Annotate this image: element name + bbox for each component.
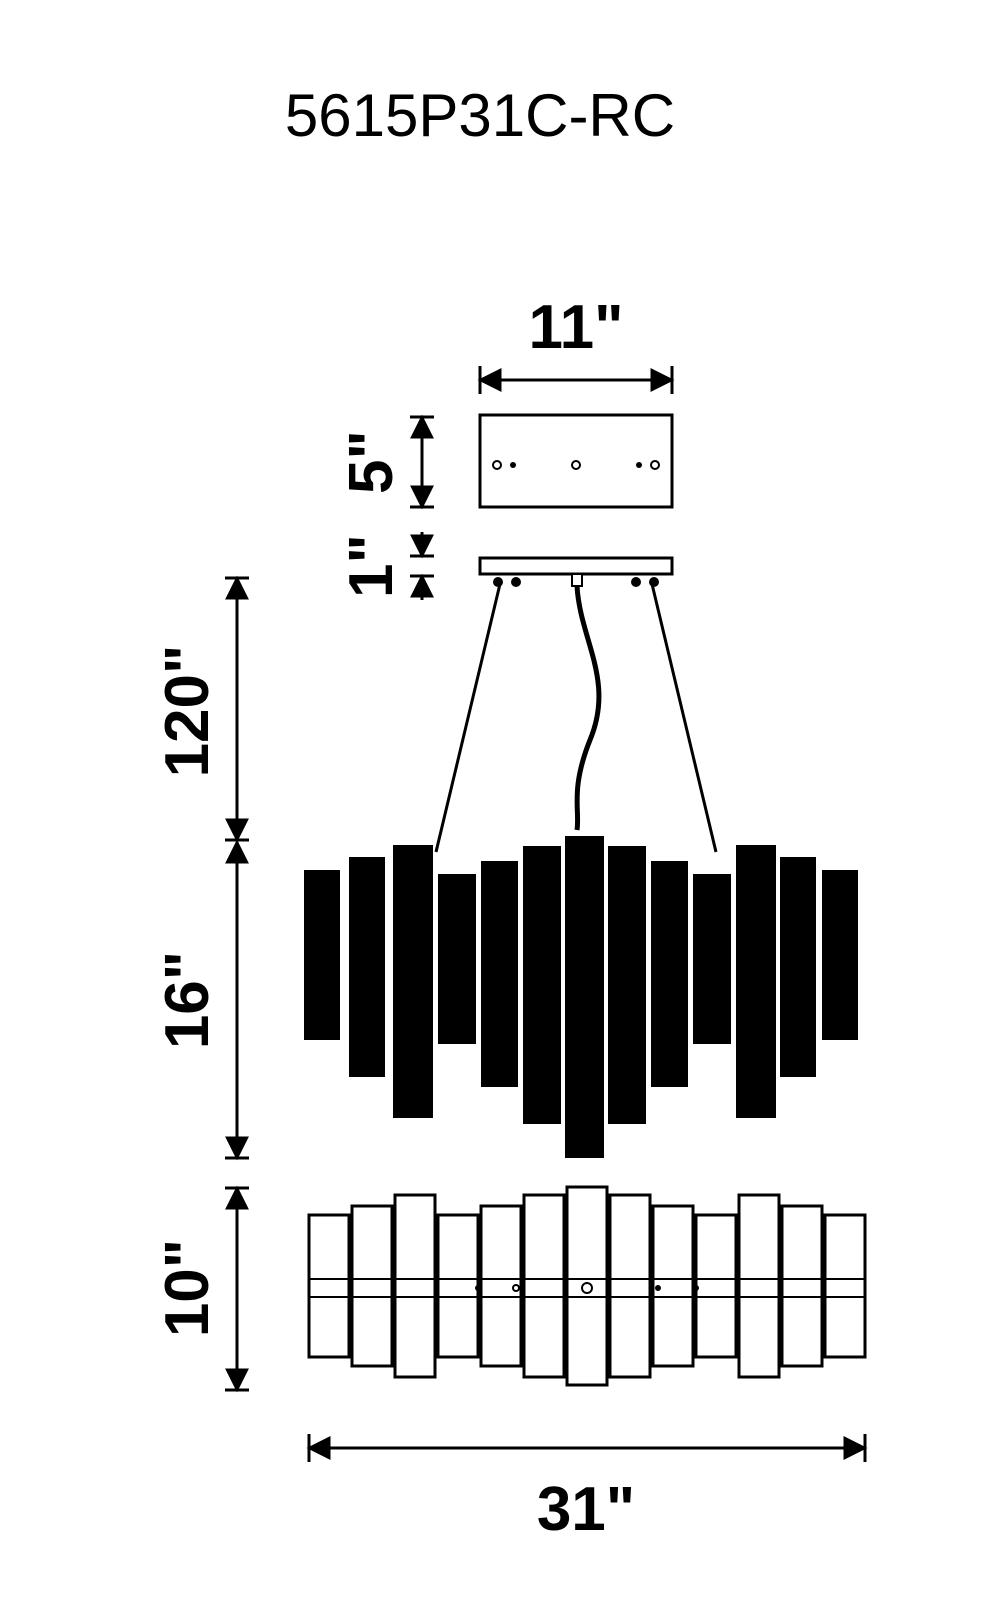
fixture-width-label: 31" [537,1475,635,1544]
fixture-front-view [304,836,858,1158]
fixture-depth-label: 10" [153,1239,222,1337]
canopy [478,413,674,509]
max-drop-label: 120" [153,645,222,778]
canopy-height-label: 5" [337,430,406,494]
fixture-depth-dimension: 10" [153,1185,249,1393]
canopy-plate-label: 1" [337,534,406,598]
fixture-height-label: 16" [153,951,222,1049]
model-number-title: 5615P31C-RC [285,82,675,149]
fixture-top-view [307,1185,867,1387]
max-drop-dimension: 120" [153,575,249,843]
canopy-height-dimension: 5" [337,414,434,510]
suspension-cables [434,583,718,853]
canopy-plate-dimension: 1" [337,532,434,600]
fixture-height-dimension: 16" [153,839,249,1161]
canopy-width-label: 11" [529,293,624,362]
canopy-width-dimension: 11" [477,293,675,394]
canopy-plate [478,556,674,587]
fixture-width-dimension: 31" [306,1434,868,1544]
